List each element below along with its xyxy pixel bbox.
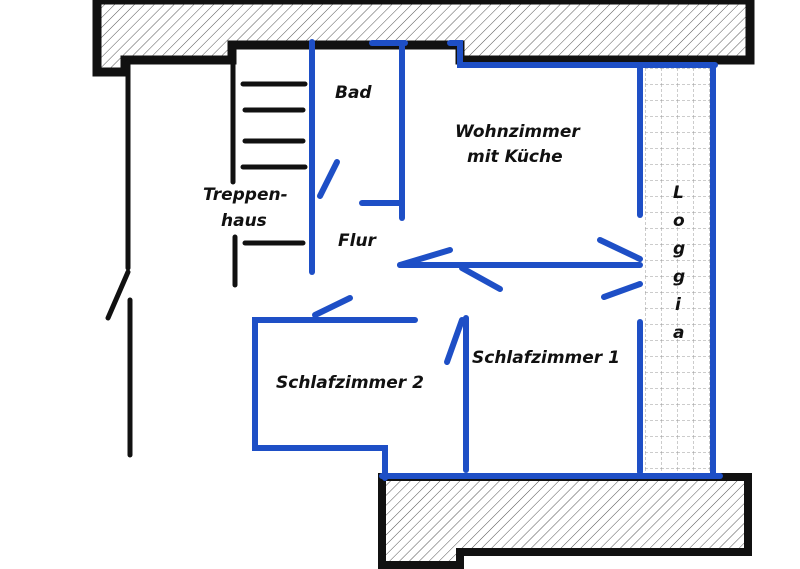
- staircase: [105, 59, 308, 458]
- room-label-schlafzimmer1: Schlafzimmer 1: [472, 348, 620, 368]
- room-label-treppenhaus-line2: haus: [221, 211, 267, 231]
- blue-walls: [252, 39, 723, 481]
- loggia-letter: g: [673, 267, 685, 287]
- loggia-floor: [645, 68, 711, 472]
- room-label-wohnzimmer-line1: Wohnzimmer: [455, 122, 581, 142]
- loggia-letter: g: [673, 239, 685, 259]
- loggia-letter: a: [673, 323, 684, 343]
- top-exterior-wall: [92, 0, 755, 77]
- room-label-loggia: L o g g i a: [673, 183, 685, 343]
- loggia-letter: i: [675, 295, 682, 315]
- room-label-bad: Bad: [335, 83, 372, 103]
- bottom-exterior-wall: [378, 473, 752, 569]
- room-label-treppenhaus-line1: Treppen-: [203, 185, 288, 205]
- loggia-letter: L: [673, 183, 684, 203]
- room-label-flur: Flur: [338, 231, 378, 251]
- loggia-letter: o: [673, 211, 685, 231]
- room-label-schlafzimmer2: Schlafzimmer 2: [276, 373, 424, 393]
- room-label-wohnzimmer-line2: mit Küche: [467, 147, 563, 167]
